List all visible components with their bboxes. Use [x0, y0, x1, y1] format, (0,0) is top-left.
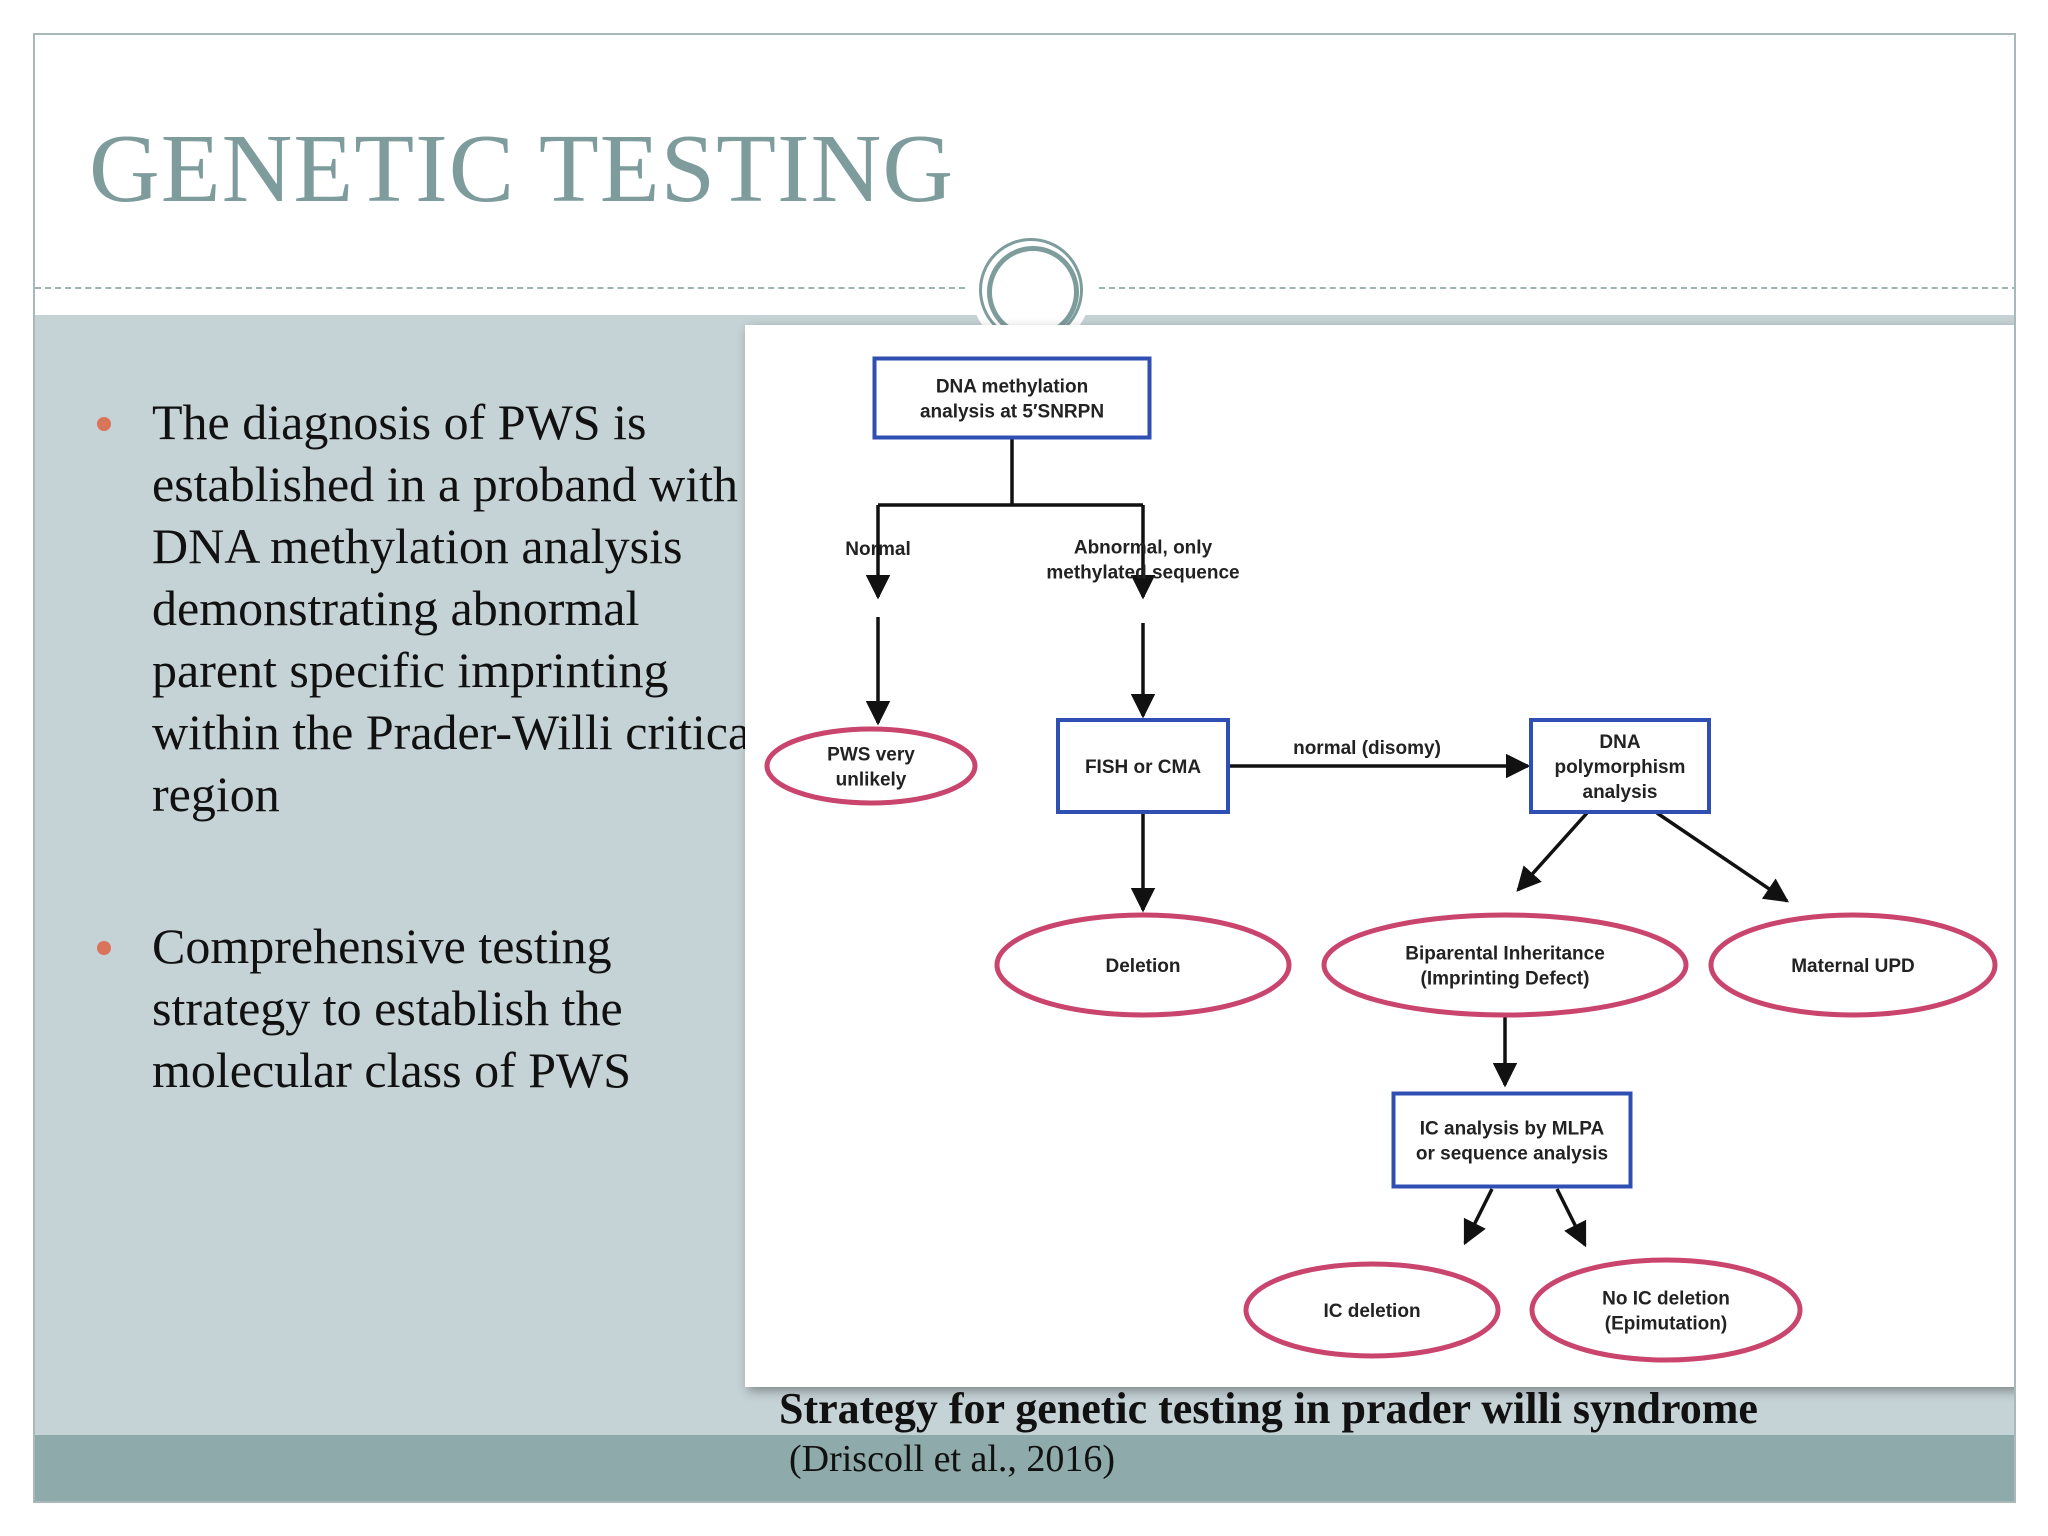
flow-node-label: or sequence analysis — [1416, 1144, 1608, 1165]
flow-node-ic-analysis: IC analysis by MLPA or sequence analysis — [1391, 1091, 1633, 1189]
flow-edge — [1656, 811, 1790, 903]
bullet-icon — [97, 417, 111, 431]
header-divider-right — [1099, 287, 2014, 289]
slide-title: GENETIC TESTING — [89, 115, 955, 223]
flow-box — [872, 356, 1152, 440]
flow-node-label: Deletion — [1106, 956, 1181, 977]
flow-node-biparental: Biparental Inheritance (Imprinting Defect… — [1321, 912, 1689, 1018]
flow-node-label: IC analysis by MLPA — [1420, 1119, 1605, 1140]
flowchart-card: normal (disomy) DNA methylation analysis … — [745, 325, 2014, 1387]
flow-node-label: analysis — [1583, 782, 1658, 803]
bullet-text: The diagnosis of PWS is established in a… — [152, 394, 765, 822]
flow-node-no-ic-deletion: No IC deletion (Epimutation) — [1529, 1257, 1803, 1363]
figure-caption: Strategy for genetic testing in prader w… — [779, 1384, 1758, 1433]
footer-band — [35, 1435, 2014, 1501]
flow-node-label: No IC deletion — [1602, 1289, 1730, 1310]
figure-citation: (Driscoll et al., 2016) — [789, 1438, 1116, 1480]
slide: GENETIC TESTING The diagnosis of PWS is … — [33, 33, 2016, 1503]
flow-node-label: IC deletion — [1323, 1301, 1420, 1322]
flow-node-label: PWS very — [827, 745, 915, 766]
flow-edge — [1516, 811, 1589, 892]
flow-node-label: FISH or CMA — [1085, 757, 1201, 778]
flow-node-label: methylated sequence — [1046, 563, 1239, 584]
flow-node-ic-deletion: IC deletion — [1243, 1261, 1501, 1359]
flow-node-polymorphism: DNA polymorphism analysis — [1529, 718, 1711, 814]
bullet-text: Comprehensive testing strategy to establ… — [152, 918, 632, 1098]
flow-node-label: DNA — [1599, 732, 1640, 753]
flow-edge-label: normal (disomy) — [1293, 738, 1441, 759]
flow-node-label: Maternal UPD — [1791, 956, 1915, 977]
flow-node-pws-unlikely: PWS very unlikely — [764, 726, 978, 806]
flow-node-maternal-upd: Maternal UPD — [1708, 912, 1998, 1018]
flow-node-label: DNA methylation — [936, 377, 1088, 398]
flow-node-methylation: DNA methylation analysis at 5′SNRPN — [872, 356, 1152, 440]
flow-ellipse — [1708, 912, 1998, 1018]
flow-box — [1056, 718, 1230, 814]
flow-ellipse — [1321, 912, 1689, 1018]
flow-node-label: polymorphism — [1555, 757, 1686, 778]
flow-node-label: Biparental Inheritance — [1405, 944, 1605, 965]
flow-edge — [1463, 1188, 1494, 1246]
bullet-item: The diagnosis of PWS is established in a… — [97, 391, 767, 825]
flowchart: normal (disomy) DNA methylation analysis … — [764, 356, 1998, 1363]
flow-ellipse — [994, 912, 1292, 1018]
flow-ellipse — [1243, 1261, 1501, 1359]
flow-edge — [1555, 1188, 1587, 1248]
flow-node-normal: Normal — [845, 539, 910, 560]
bullet-icon — [97, 941, 111, 955]
flow-ellipse — [1529, 1257, 1803, 1363]
flow-node-fish: FISH or CMA — [1056, 718, 1230, 814]
flow-box — [1529, 718, 1711, 814]
flow-node-label: (Imprinting Defect) — [1421, 969, 1590, 990]
flow-ellipse — [764, 726, 978, 806]
bullet-list: The diagnosis of PWS is established in a… — [97, 391, 767, 1101]
flow-node-label: analysis at 5′SNRPN — [920, 402, 1104, 423]
bullet-item: Comprehensive testing strategy to establ… — [97, 915, 767, 1101]
flow-node-abnormal: Abnormal, only methylated sequence — [1046, 538, 1239, 584]
header-divider-left — [35, 287, 965, 289]
flow-node-label: Abnormal, only — [1074, 538, 1213, 559]
flow-box — [1391, 1091, 1633, 1189]
flow-node-deletion: Deletion — [994, 912, 1292, 1018]
flow-node-label: Normal — [845, 539, 910, 560]
flow-node-label: (Epimutation) — [1605, 1314, 1727, 1335]
flow-node-label: unlikely — [836, 770, 907, 791]
